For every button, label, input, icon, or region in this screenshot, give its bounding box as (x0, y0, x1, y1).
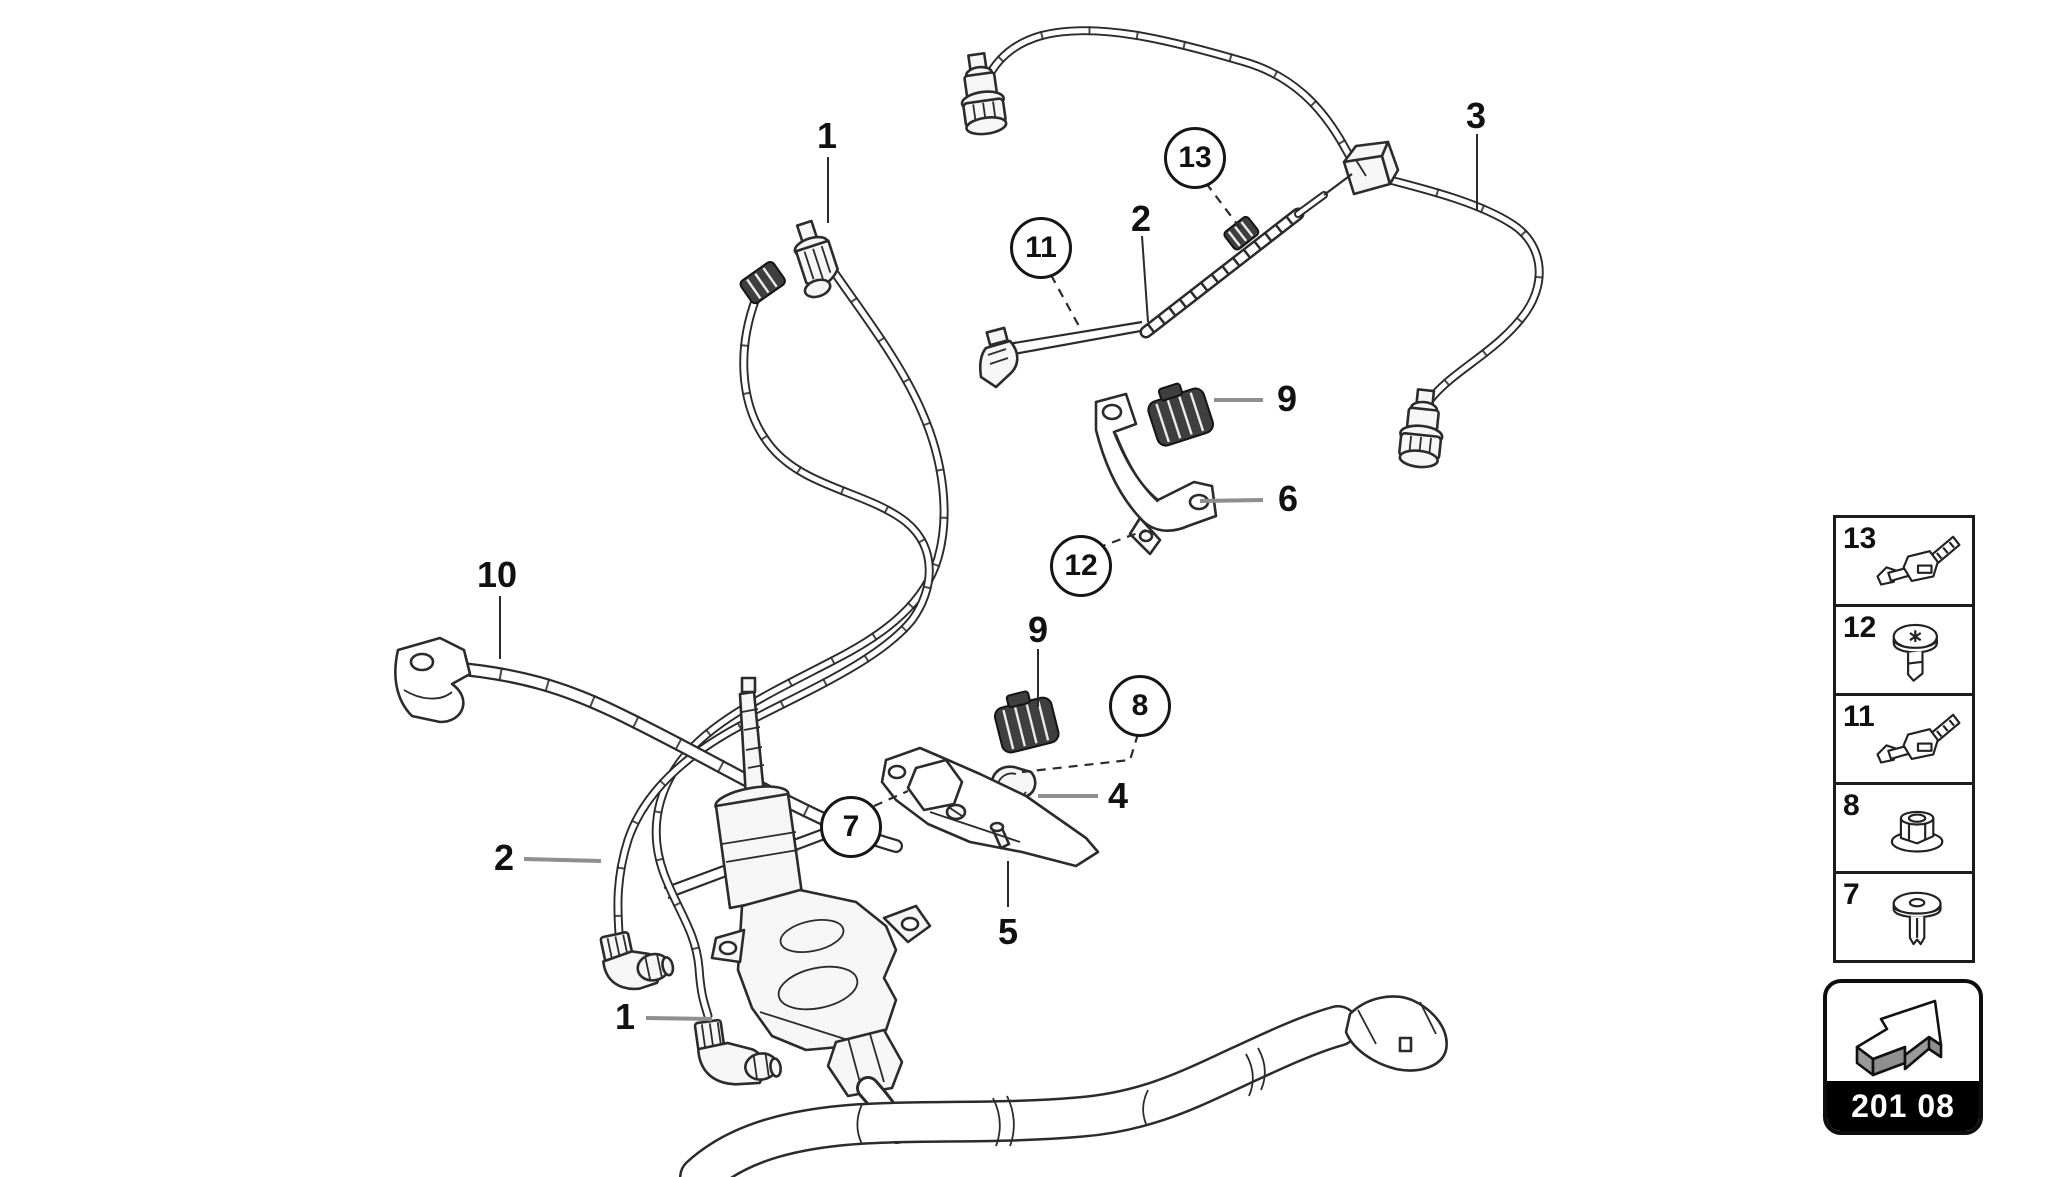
hose-clip (739, 261, 786, 305)
hose-elbow-fitting (599, 931, 675, 991)
callout-circle-13[interactable]: 13 (1164, 127, 1226, 189)
callout-circle-8[interactable]: 8 (1109, 675, 1171, 737)
fuel-metal-line-2 (663, 173, 1353, 900)
callout-1-top[interactable]: 1 (816, 115, 838, 156)
legend-number: 12 (1843, 611, 1877, 644)
legend-item-13[interactable]: 13 (1833, 515, 1975, 607)
legend-number: 8 (1843, 789, 1860, 822)
bracket-screw (945, 803, 1011, 850)
cable-tie-clip-icon (1866, 526, 1970, 603)
callout-3[interactable]: 3 (1465, 95, 1487, 136)
mounting-bracket-5 (880, 746, 1100, 868)
section-code: 201 08 (1851, 1087, 1955, 1124)
legend-item-12[interactable]: 12 (1833, 604, 1975, 696)
fuel-pump-assembly (710, 676, 932, 1144)
callout-5[interactable]: 5 (997, 911, 1019, 952)
callout-2-left[interactable]: 2 (493, 837, 515, 878)
arrow-3d-icon (1827, 983, 1979, 1083)
hose-clamp-9 (1147, 382, 1215, 447)
fuel-filler-pipe (679, 995, 1448, 1177)
parts-legend: 13 12 (1833, 515, 1975, 963)
line-elbow-fitting (978, 326, 1019, 389)
grommet-cube (1342, 140, 1400, 196)
section-nav-button[interactable]: 201 08 (1823, 979, 1983, 1135)
callout-circle-12[interactable]: 12 (1050, 535, 1112, 597)
callout-9-upper[interactable]: 9 (1276, 378, 1298, 419)
flange-nut-icon (1866, 793, 1970, 870)
fuel-vent-pipe-3 (960, 26, 1544, 469)
legend-number: 7 (1843, 878, 1860, 911)
callout-2-top[interactable]: 2 (1130, 198, 1152, 239)
callout-circle-11[interactable]: 11 (1010, 217, 1072, 279)
legend-item-8[interactable]: 8 (1833, 782, 1975, 874)
callout-circle-7[interactable]: 7 (820, 796, 882, 858)
leader-lines (499, 134, 1478, 1021)
pipe-end-flange (1344, 995, 1448, 1072)
pipe-flange (394, 636, 472, 724)
callout-10[interactable]: 10 (476, 554, 518, 595)
quick-connector (1398, 388, 1444, 469)
section-code-badge: 201 08 (1827, 1081, 1979, 1131)
hose-elbow-connector (793, 219, 839, 299)
line-clip (1223, 215, 1260, 251)
quick-connector (960, 51, 1008, 136)
cable-tie-clip-icon (1866, 704, 1970, 781)
pan-head-screw-icon (1866, 615, 1970, 692)
callout-6[interactable]: 6 (1277, 478, 1299, 519)
support-bracket-6 (1094, 392, 1218, 556)
push-rivet-icon (1866, 882, 1970, 959)
legend-number: 11 (1843, 700, 1875, 733)
callout-1-bottom[interactable]: 1 (614, 996, 636, 1037)
legend-item-11[interactable]: 11 (1833, 693, 1975, 785)
legend-number: 13 (1843, 522, 1877, 555)
legend-item-7[interactable]: 7 (1833, 871, 1975, 963)
hose-clamp-9 (993, 690, 1060, 754)
callout-9-lower[interactable]: 9 (1027, 609, 1049, 650)
callout-4[interactable]: 4 (1107, 775, 1129, 816)
fuel-hose-bundle (599, 219, 949, 1086)
hose-elbow-fitting (693, 1018, 782, 1086)
